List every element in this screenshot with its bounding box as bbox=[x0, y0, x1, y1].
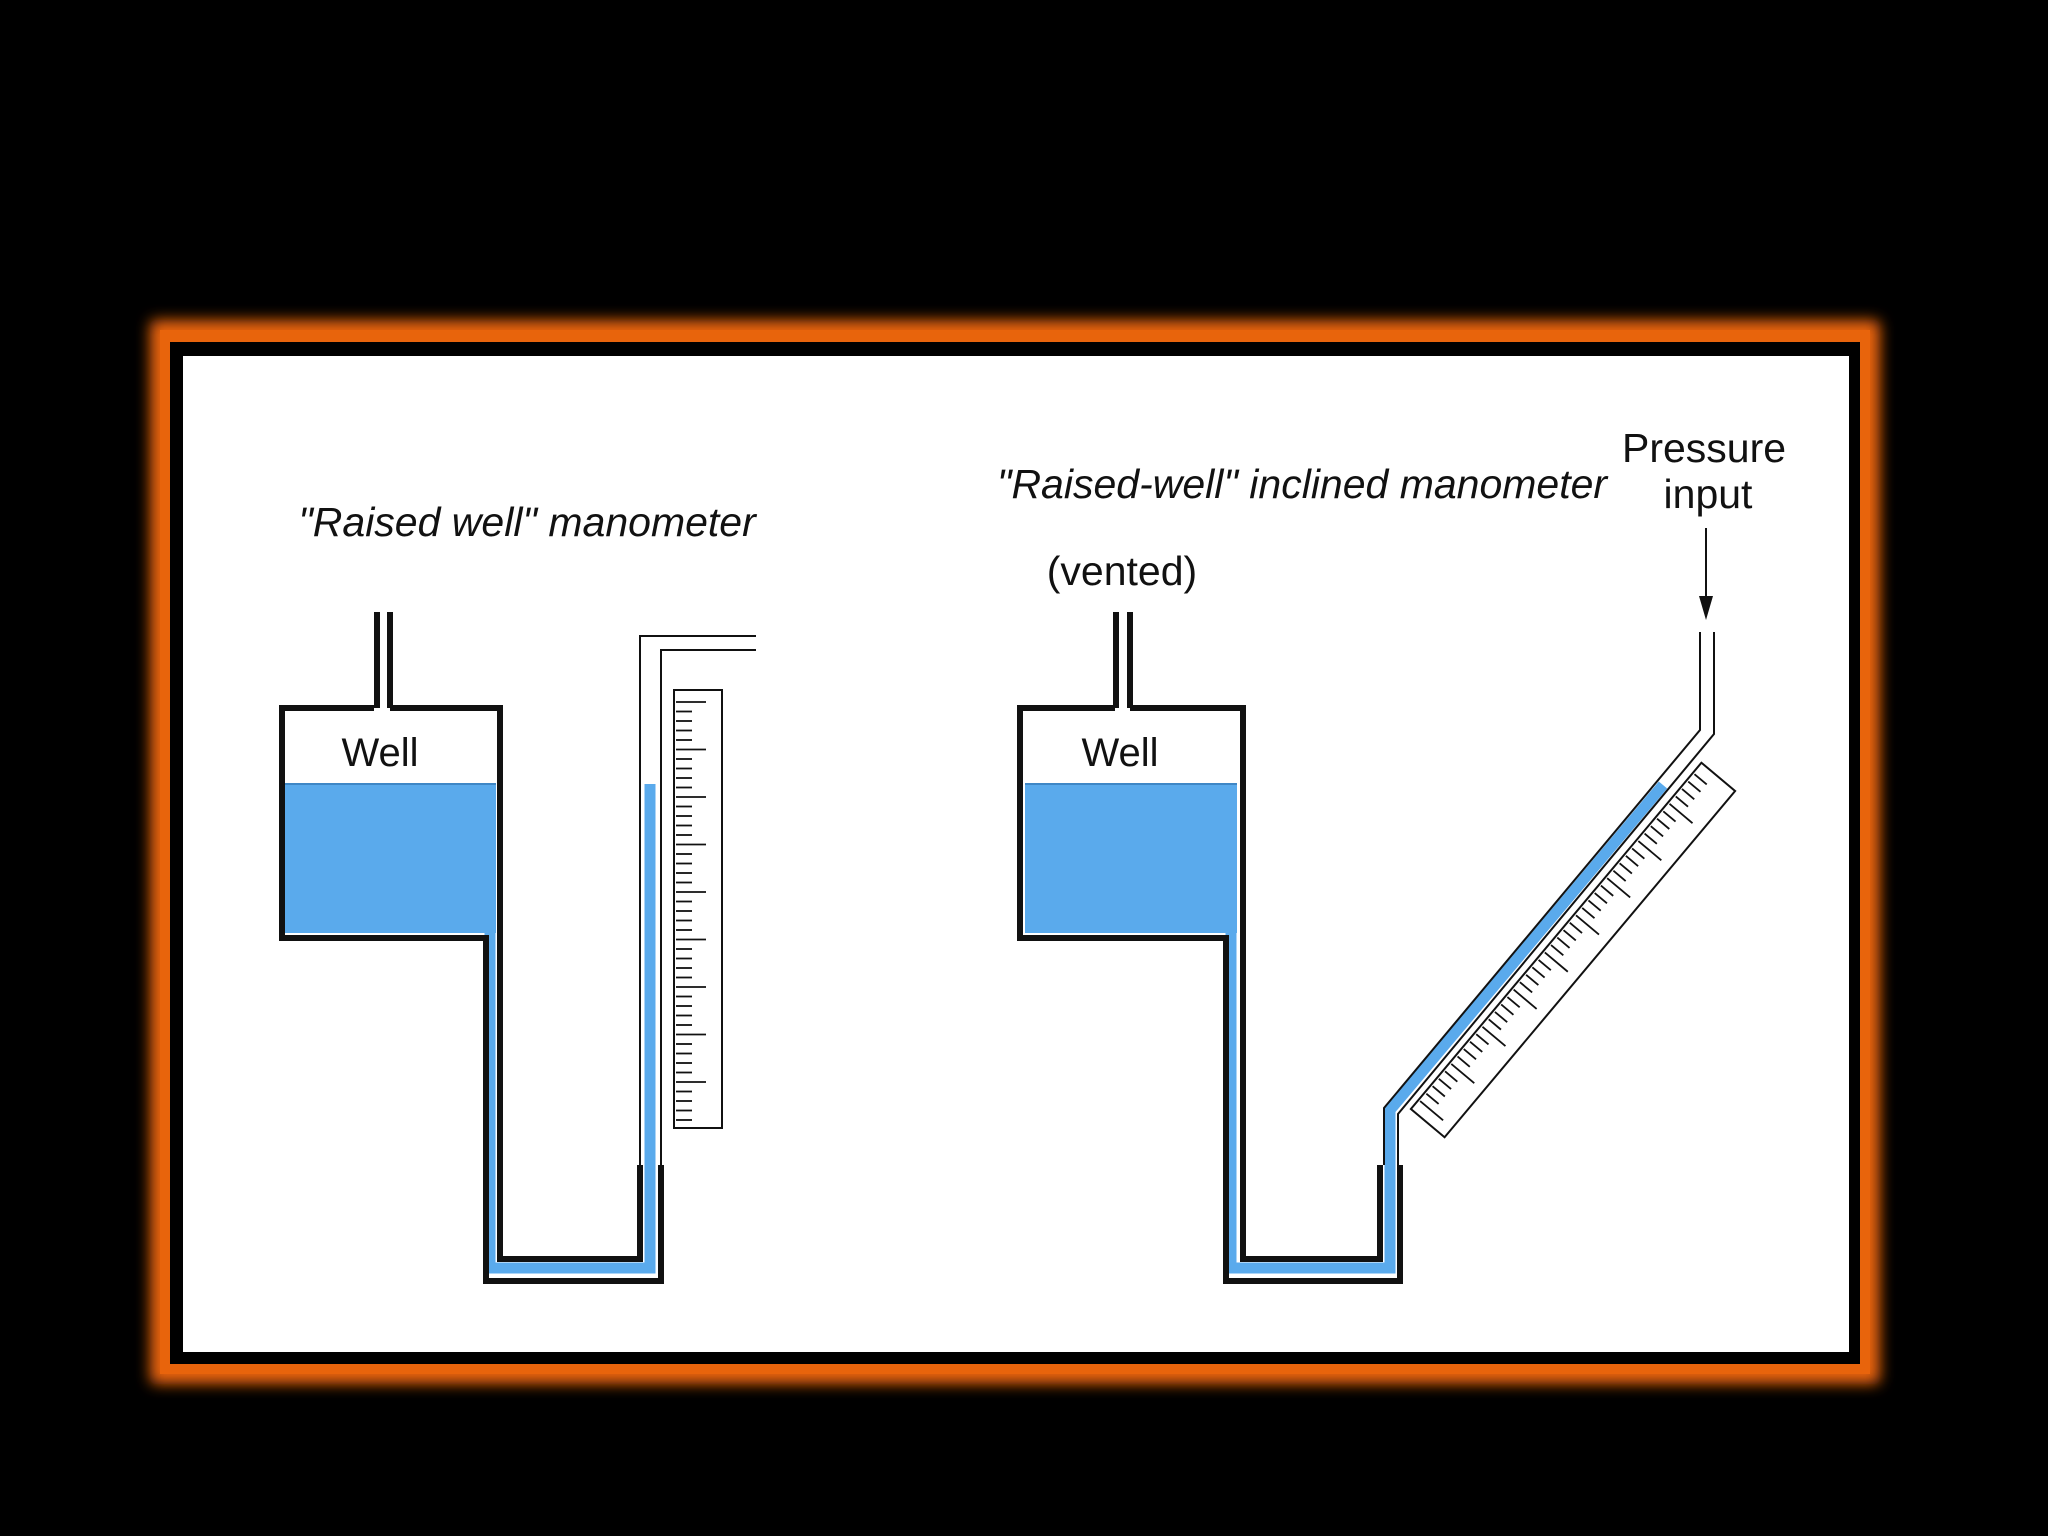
right-scale-tick bbox=[1506, 996, 1521, 1009]
left-vent-pipe bbox=[374, 612, 393, 708]
right-scale-tick bbox=[1544, 951, 1569, 973]
right-scale-tick bbox=[1650, 825, 1664, 838]
right-scale-tick bbox=[1519, 981, 1533, 994]
right-scale-tick bbox=[1562, 929, 1577, 942]
right-scale-tick bbox=[1600, 884, 1614, 897]
right-scale-tick bbox=[1525, 974, 1539, 986]
right-inclined-scale bbox=[1409, 761, 1737, 1139]
right-scale-tick bbox=[1687, 780, 1702, 793]
left-well-outline bbox=[279, 705, 664, 1284]
vent-label: (vented) bbox=[1047, 548, 1197, 594]
right-scale-tick bbox=[1637, 840, 1662, 861]
right-scale-tick bbox=[1587, 899, 1602, 912]
right-scale-tick bbox=[1425, 1092, 1440, 1105]
left-vertical-scale bbox=[673, 689, 723, 1129]
right-well-label: Well bbox=[1081, 731, 1158, 775]
left-well-liquid bbox=[285, 784, 496, 933]
right-scale-tick bbox=[1450, 1063, 1475, 1084]
right-scale-tick bbox=[1656, 818, 1670, 830]
left-scale-body bbox=[673, 689, 723, 1129]
right-scale-tick bbox=[1531, 966, 1546, 979]
right-scale-tick bbox=[1494, 1011, 1508, 1023]
left-well-label: Well bbox=[341, 731, 418, 775]
right-scale-tick bbox=[1463, 1048, 1477, 1061]
right-title: "Raised-well" inclined manometer bbox=[997, 461, 1610, 507]
right-scale-tick bbox=[1606, 877, 1631, 899]
left-measuring-tube bbox=[639, 635, 756, 1165]
right-scale-tick bbox=[1631, 847, 1645, 860]
right-scale-tick bbox=[1438, 1078, 1452, 1090]
right-scale-tick bbox=[1594, 892, 1608, 904]
right-scale-tick bbox=[1469, 1040, 1483, 1053]
raised-well-inclined-manometer: "Raised-well" inclined manometer (vented… bbox=[997, 425, 1786, 1284]
left-title: "Raised well" manometer bbox=[298, 499, 758, 545]
pressure-label-line1: Pressure bbox=[1622, 425, 1786, 471]
right-scale-tick bbox=[1550, 944, 1564, 957]
right-scale-tick bbox=[1644, 832, 1658, 845]
pressure-arrow-head bbox=[1699, 596, 1713, 620]
right-scale-tick bbox=[1581, 907, 1596, 919]
right-scale-tick bbox=[1575, 914, 1600, 936]
right-well-outline bbox=[1017, 705, 1403, 1284]
right-scale-tick bbox=[1500, 1003, 1515, 1016]
left-tube-liquid bbox=[484, 784, 656, 1274]
pressure-label-line2: input bbox=[1664, 471, 1754, 517]
right-tube-liquid bbox=[1225, 781, 1668, 1274]
right-scale-tick bbox=[1662, 810, 1677, 823]
right-scale-tick bbox=[1619, 862, 1633, 875]
right-well-liquid bbox=[1025, 784, 1237, 933]
right-scale-tick bbox=[1675, 795, 1689, 808]
right-scale-tick bbox=[1612, 870, 1627, 882]
right-scale-tick bbox=[1569, 922, 1583, 934]
right-scale-tick bbox=[1556, 936, 1571, 949]
right-scale-tick bbox=[1432, 1085, 1446, 1098]
right-scale-tick bbox=[1419, 1100, 1444, 1122]
right-inclined-tube bbox=[1383, 632, 1715, 1165]
right-scale-tick bbox=[1513, 988, 1538, 1010]
right-scale-tick bbox=[1444, 1070, 1458, 1083]
right-scale-tick bbox=[1625, 855, 1639, 867]
right-scale-tick bbox=[1481, 1026, 1507, 1047]
right-scale-tick bbox=[1681, 788, 1695, 800]
right-scale-tick bbox=[1456, 1055, 1471, 1068]
right-scale-tick bbox=[1475, 1033, 1490, 1046]
right-vent-pipe bbox=[1113, 612, 1133, 708]
right-scale-tick bbox=[1668, 803, 1694, 824]
right-scale-body bbox=[1409, 761, 1737, 1139]
right-scale-tick bbox=[1693, 773, 1708, 786]
right-scale-tick bbox=[1488, 1018, 1502, 1031]
right-scale-tick bbox=[1538, 959, 1552, 971]
raised-well-manometer: "Raised well" manometer Well bbox=[279, 499, 758, 1284]
